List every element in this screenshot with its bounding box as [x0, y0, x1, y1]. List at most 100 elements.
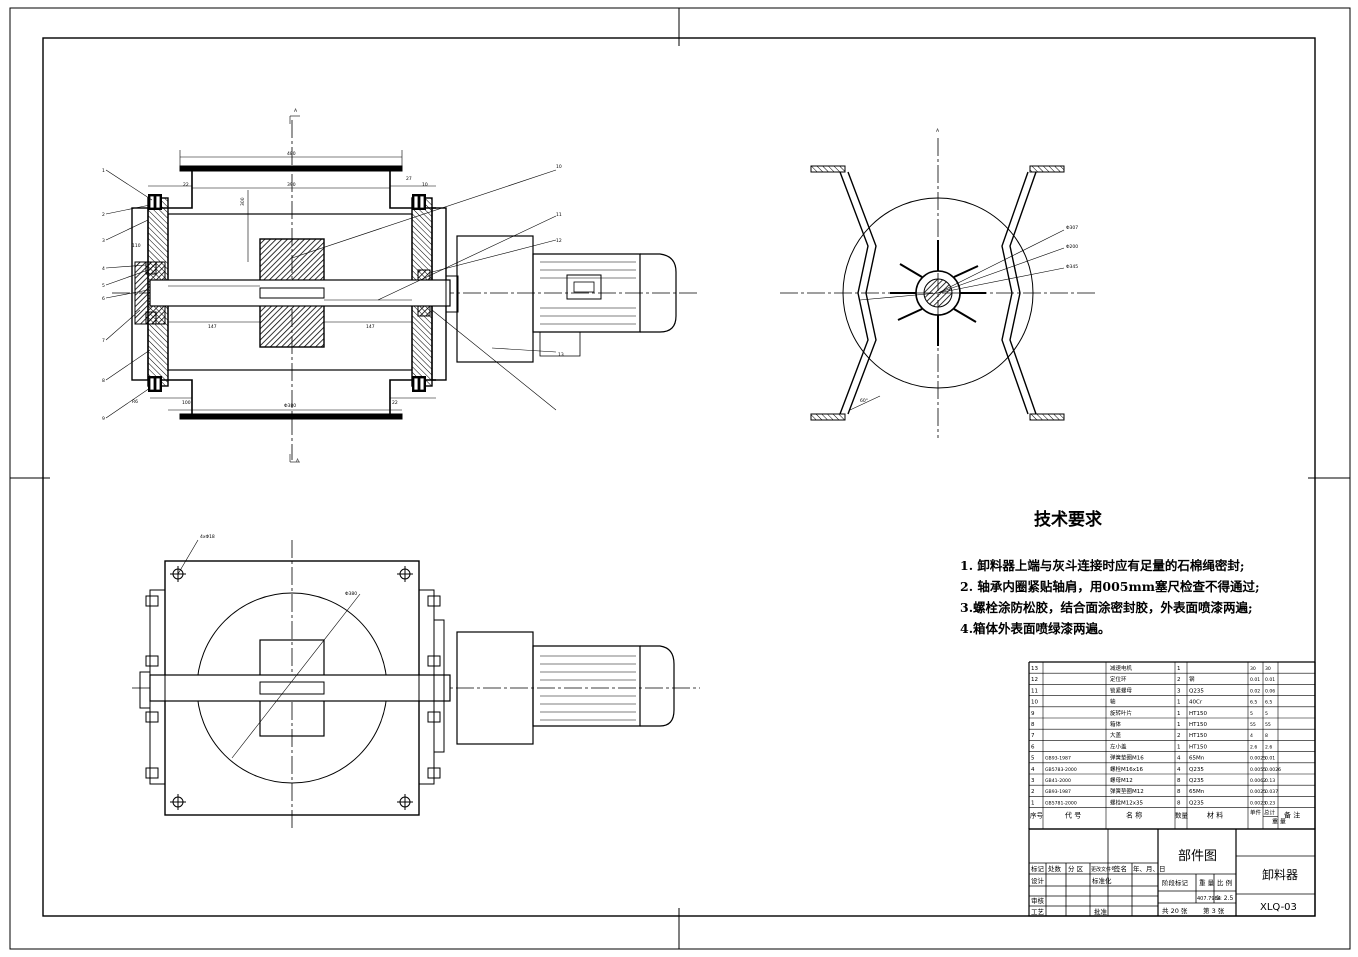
title-block-labels: 标记 处数 分 区 更改文件号 签名 年、月、日 设计 标准化 审核 工艺 批准…	[1031, 849, 1298, 916]
bom-row-qty: 8	[1177, 789, 1181, 795]
dim-radius: R6	[132, 399, 138, 405]
bom-row-qty: 1	[1177, 666, 1181, 672]
callout-5: 5	[102, 283, 105, 289]
section-mark-bottom: A	[296, 458, 300, 464]
callout-7: 7	[102, 338, 105, 344]
dim-top: 480	[287, 151, 296, 157]
bom-row-no: 11	[1031, 688, 1038, 694]
bom-row-material: 40Cr	[1189, 700, 1203, 706]
bom-header-note: 备 注	[1284, 811, 1300, 820]
tb-mark: 标记	[1031, 864, 1045, 873]
bom-row-qty: 1	[1177, 711, 1181, 717]
tb-count: 处数	[1048, 864, 1062, 873]
bom-row-name: 箱体	[1110, 720, 1122, 728]
bom-row-no: 6	[1031, 744, 1035, 750]
callout-2: 2	[102, 212, 105, 218]
bom-row-material: 65Mn	[1189, 756, 1205, 762]
dim-flange-r: 22	[392, 400, 398, 406]
bom-row-weight-unit: 0.02	[1250, 688, 1260, 694]
bom-row-qty: 3	[1177, 688, 1181, 694]
bom-row-weight-unit: 0.0025	[1250, 756, 1266, 762]
bom-row-weight-total: 6.5	[1265, 700, 1272, 706]
bom-row-no: 3	[1031, 778, 1035, 784]
section-mark-side: A	[936, 128, 940, 134]
dim-right3: Φ345	[1066, 264, 1078, 270]
tb-drawing-no: XLQ-03	[1260, 902, 1297, 913]
front-section-view	[105, 115, 700, 463]
bom-row-qty: 2	[1177, 733, 1181, 739]
tech-requirement-2: 2. 轴承内圈紧贴轴肩，用005mm塞尺检查不得通过;	[960, 579, 1260, 594]
tb-standard: 标准化	[1092, 876, 1112, 885]
bom-row-name: 锁紧螺母	[1110, 686, 1133, 694]
tb-sheet-no: 第 3 张	[1203, 906, 1225, 915]
bom-row-code: GB93-1987	[1045, 789, 1071, 795]
bom-row-weight-unit: 6.5	[1250, 700, 1257, 706]
tb-weight: 407.7984	[1197, 896, 1221, 902]
bom-row-name: 螺母M12	[1110, 776, 1133, 784]
bom-row-material: Q235	[1189, 688, 1204, 694]
callout-10: 10	[556, 164, 562, 170]
tech-requirement-4: 4.箱体外表面喷绿漆两遍。	[960, 621, 1111, 636]
callout-12: 12	[556, 238, 562, 244]
bom-row-weight-unit: 0.0055	[1250, 767, 1266, 773]
bom-row-material: HT150	[1189, 722, 1207, 728]
bom-row-qty: 4	[1177, 767, 1181, 773]
tb-process: 工艺	[1031, 908, 1045, 916]
bom-row-weight-total: 2.6	[1265, 744, 1272, 750]
bom-header-code: 代 号	[1065, 811, 1081, 820]
bom-row-weight-unit: 0.0023	[1250, 800, 1266, 806]
bom-row-weight-total: 0.06	[1265, 688, 1275, 694]
bom-row-material: Q235	[1189, 767, 1204, 773]
dim-small1: 10	[422, 182, 428, 188]
bom-row-weight-total: 8	[1265, 733, 1268, 739]
bom-row-name: 大盖	[1110, 731, 1122, 739]
bom-row-name: 旋转叶片	[1110, 709, 1132, 717]
bom-row-weight-total: 0.037	[1265, 789, 1278, 795]
dim-small2: 27	[406, 176, 412, 182]
bom-row-material: HT150	[1189, 733, 1207, 739]
tb-weight-label: 重 量	[1199, 879, 1215, 887]
dim-bolt: 4xΦ18	[200, 534, 215, 540]
bom-row-code: GB5781-2000	[1045, 800, 1077, 806]
side-view	[780, 138, 1098, 438]
bom-row-weight-total: 0.01	[1265, 677, 1275, 683]
dim-angle: 60°	[860, 398, 868, 404]
tb-approve: 批准	[1094, 907, 1108, 916]
bom-row-weight-unit: 0.0062	[1250, 778, 1266, 784]
bom-row-name: 左小盖	[1110, 742, 1127, 750]
bom-row-weight-total: 5	[1265, 711, 1268, 717]
drawing-labels: 480 390 Φ380 147 147 300 22 22 100 110 1…	[102, 108, 1078, 597]
callout-9: 9	[102, 416, 105, 422]
bom-header-name: 名 称	[1126, 811, 1142, 820]
tb-drawing-type: 部件图	[1178, 849, 1217, 864]
bom-row-name: 轴	[1110, 698, 1116, 706]
bom-row-qty: 2	[1177, 677, 1181, 683]
dim-height: 300	[240, 197, 246, 206]
bom-row-no: 5	[1031, 756, 1035, 762]
dim-circle: Φ380	[345, 591, 357, 597]
bom-row-weight-unit: 2.6	[1250, 744, 1257, 750]
bom-row-code: GB41-2000	[1045, 778, 1071, 784]
bom-row-no: 10	[1031, 700, 1038, 706]
bom-header-qty: 数量	[1175, 811, 1189, 820]
tech-requirement-3: 3.螺栓涂防松胶，结合面涂密封胶，外表面喷漆两遍;	[960, 600, 1253, 615]
bom-row-weight-total: 0.23	[1265, 800, 1275, 806]
bom-row-qty: 1	[1177, 744, 1181, 750]
dim-inner: 390	[287, 182, 296, 188]
callout-4: 4	[102, 266, 105, 272]
bom-header-weight: 重 量	[1272, 818, 1286, 826]
bom-row-weight-unit: 55	[1250, 722, 1256, 728]
bom-header-material: 材 料	[1207, 811, 1223, 820]
bom-row-no: 13	[1031, 666, 1038, 672]
tech-requirements-title: 技术要求	[1034, 510, 1102, 530]
bom-row-no: 1	[1031, 800, 1035, 806]
dim-side-a: 100	[182, 400, 191, 406]
tb-design: 设计	[1031, 876, 1045, 885]
section-mark-top: A	[294, 108, 298, 114]
bom-row-weight-total: 0.13	[1265, 778, 1275, 784]
bom-row-no: 2	[1031, 789, 1035, 795]
bom-row-name: 螺栓M16x16	[1110, 765, 1143, 773]
bom-row-qty: 8	[1177, 778, 1181, 784]
dim-side-b: 110	[132, 243, 141, 249]
